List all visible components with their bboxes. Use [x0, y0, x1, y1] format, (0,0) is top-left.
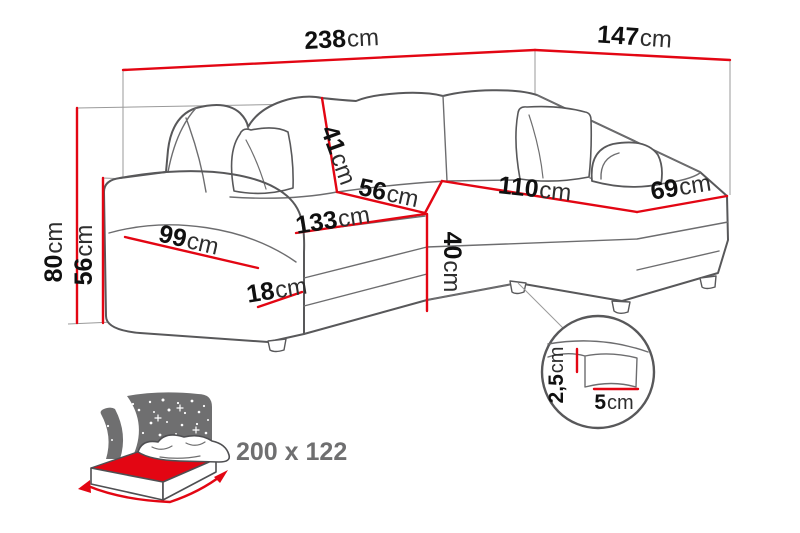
dimension-label-40: 40cm	[438, 232, 466, 293]
mattress-side-face	[162, 458, 217, 501]
callout-leader-line	[517, 282, 568, 333]
accent-pillow-left	[230, 127, 294, 195]
corner-sofa-drawing	[103, 89, 729, 353]
left-armrest-band	[108, 224, 297, 263]
duvet-fold-2	[185, 441, 206, 446]
chaise-armrest	[590, 141, 663, 188]
unfold-arrow-head-right	[214, 470, 228, 483]
front-crease-1	[303, 221, 729, 279]
unfold-arrow-head-left	[78, 480, 91, 493]
dimension-label-2-5: 2,5cm	[545, 347, 568, 404]
accent-pillow-right	[515, 105, 593, 182]
dimension-labels: 238cm 147cm 80cm 56cm 99cm 41cm 56cm 133…	[40, 20, 713, 308]
dimension-line-110	[440, 179, 639, 214]
accent-pillow-fold-2	[528, 114, 544, 179]
dimension-line-147	[533, 48, 732, 62]
dimension-label-238: 238cm	[304, 23, 380, 55]
dimension-label-5: 5cm	[594, 391, 633, 414]
dimension-label-110: 110cm	[497, 171, 573, 207]
chaise-left-edge-line	[423, 179, 444, 215]
callout-circle	[540, 314, 656, 430]
dimension-line-133	[294, 212, 427, 235]
duvet-fold-3	[159, 455, 201, 459]
dimension-line-56-seat	[335, 190, 427, 215]
front-crease-3	[636, 250, 720, 271]
callout-leg	[584, 353, 638, 388]
duvet-fold-1	[151, 445, 173, 450]
dimension-label-56-seat: 56cm	[356, 173, 421, 213]
dimension-line-238	[121, 48, 537, 72]
left-pillow	[167, 107, 207, 193]
dimension-label-133: 133cm	[294, 200, 372, 239]
headboard-crescent	[100, 407, 124, 459]
bottom-edge-mid	[426, 282, 519, 301]
dimension-label-69: 69cm	[649, 169, 713, 206]
dimension-line-41	[320, 96, 339, 194]
callout-sofa-bottom-1	[547, 340, 649, 353]
dimension-line-99	[123, 235, 260, 270]
dimension-label-80: 80cm	[40, 222, 68, 283]
dimension-line-18	[256, 290, 304, 309]
front-crease-2	[303, 273, 428, 307]
left-armrest	[119, 170, 306, 335]
chaise-seat-back-line	[446, 179, 517, 182]
callout-sofa-bottom-2	[547, 353, 586, 358]
accent-pillow-fold	[245, 139, 267, 190]
sleeping-function-icon: 200 x 122	[78, 392, 347, 504]
dimension-line-69	[635, 194, 729, 214]
sofa-legs	[267, 275, 717, 353]
chaise-armrest-inner	[600, 152, 620, 180]
duvet	[137, 434, 231, 463]
leg-detail-callout: 2,5cm 5cm	[517, 282, 656, 430]
dimension-label-147: 147cm	[596, 20, 672, 53]
dimension-lines	[75, 48, 732, 325]
dimension-label-56-left: 56cm	[70, 225, 98, 286]
unfold-arrow	[86, 473, 224, 504]
sleeping-area-label: 200 x 122	[236, 438, 347, 466]
dimension-label-18: 18cm	[245, 272, 309, 309]
back-pillow-seam-2	[442, 95, 448, 182]
